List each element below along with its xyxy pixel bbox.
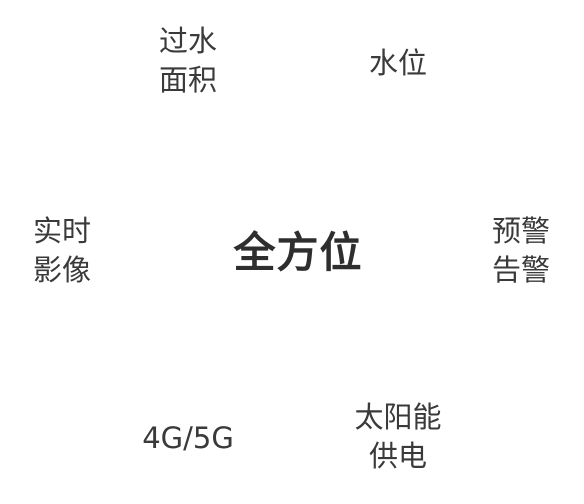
center-label: 全方位 [233,228,363,277]
node-water-level: 水位 [368,46,427,80]
node-water-area: 过水 面积 [158,24,217,97]
node-solar-power: 太阳能 供电 [354,400,442,473]
node-network: 4G/5G [142,421,234,455]
node-alarm: 预警 告警 [491,214,550,287]
node-realtime-image: 实时 影像 [32,214,91,287]
